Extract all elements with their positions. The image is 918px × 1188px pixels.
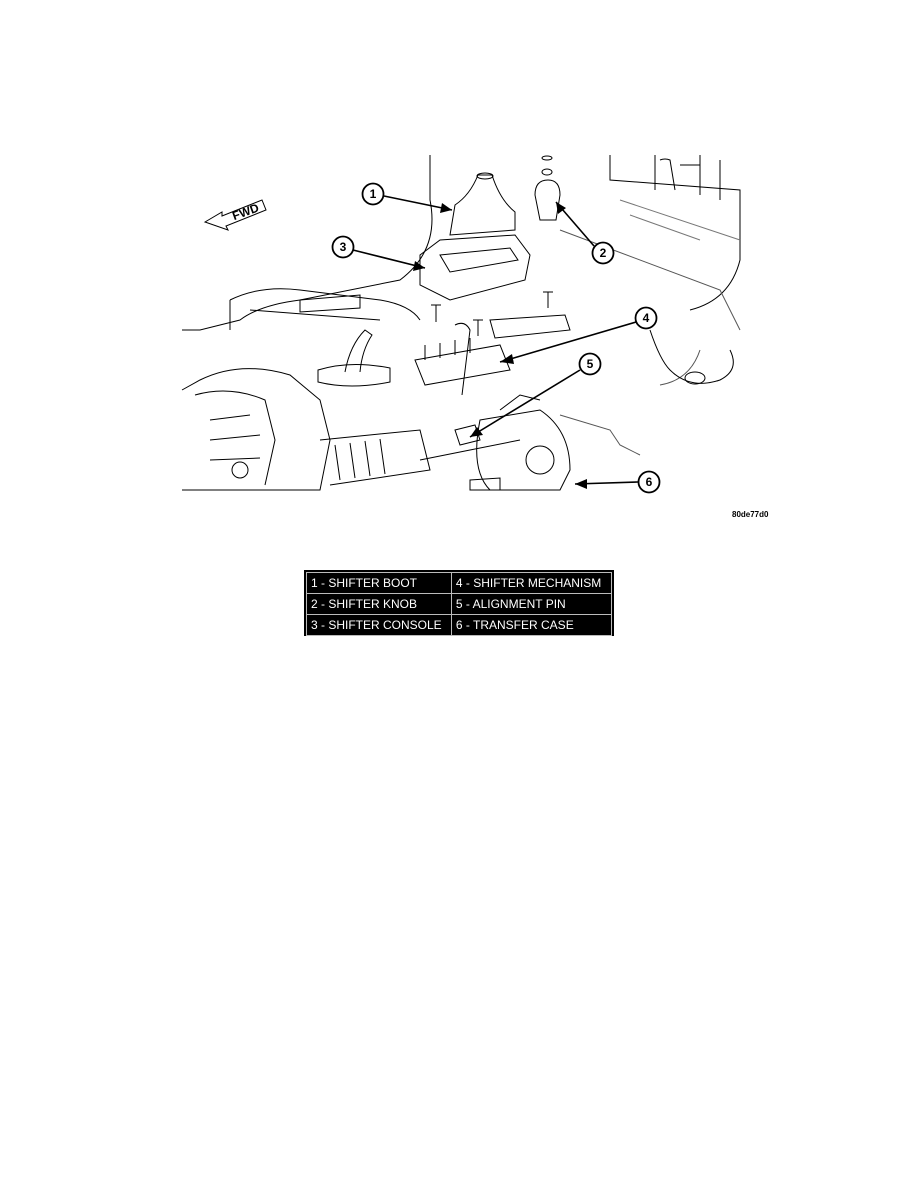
callout-4-circle [634,306,658,330]
shifter-boot-part [449,174,516,236]
leader-3 [352,249,426,269]
arrowhead-1 [440,203,452,213]
legend-row: 3 - SHIFTER CONSOLE 6 - TRANSFER CASE [306,614,613,636]
mechanism-plate [489,314,571,339]
fwd-arrow-icon [203,199,267,231]
tunnel [229,288,421,330]
legend-row: 1 - SHIFTER BOOT 4 - SHIFTER MECHANISM [306,572,613,594]
mechanism-studs [424,338,471,360]
parts-legend: 1 - SHIFTER BOOT 4 - SHIFTER MECHANISM 2… [304,570,614,636]
callout-3-number: 3 [340,240,347,254]
tunnel-shift-lever [344,329,373,373]
callout-1-circle [361,182,385,206]
console-opening [439,247,519,273]
transfer-case-part [476,409,571,491]
shifter-exploded-diagram: FWD 1 2 3 4 5 6 80de77d0 [0,0,918,560]
callout-2-number: 2 [600,246,607,260]
callout-6-circle [637,470,661,494]
fwd-label: FWD [230,200,261,223]
shaft-end [231,461,249,479]
floor-panel-ribs [654,155,721,200]
callout-5-number: 5 [587,357,594,371]
knob-washer [541,155,553,161]
legend-cell: 6 - TRANSFER CASE [450,614,613,636]
transfer-output [525,445,555,475]
legend-row: 2 - SHIFTER KNOB 5 - ALIGNMENT PIN [306,593,613,615]
leader-1 [383,195,453,211]
bolt-3 [543,291,553,308]
tunnel-boot-base [317,363,391,387]
callout-6-number: 6 [646,475,653,489]
shifter-mechanism-part [414,344,511,386]
arrowhead-6 [575,479,587,489]
legend-cell: 2 - SHIFTER KNOB [306,593,452,615]
floor-panel-window [659,158,701,191]
callout-5-circle [578,352,602,376]
tunnel-plate [299,294,361,313]
arrowhead-5 [470,427,483,437]
transfer-shaft [469,477,501,491]
callout-4-number: 4 [643,311,650,325]
arrowhead-4 [500,354,514,364]
transmission-ribs [209,414,261,461]
floor-panel-right [609,155,741,311]
boot-top [476,172,494,180]
knob-ring [541,168,553,176]
shifter-console-part [419,234,531,301]
callout-2-circle [591,241,615,265]
transmission-housing [181,368,331,491]
floor-pan-edge [182,155,433,331]
transmission-bell [194,390,276,486]
arrowhead-3 [413,261,425,271]
transmission-fins [334,438,386,481]
arrowhead-2 [556,202,566,214]
mechanism-lever [454,322,471,396]
callout-3-circle [331,235,355,259]
leader-5 [469,369,581,438]
bracket-hole [684,371,706,385]
leader-4 [499,321,637,363]
diagram-canvas: FWD 1 2 3 4 5 6 80de77d0 [181,155,769,519]
legend-cell: 1 - SHIFTER BOOT [306,572,452,594]
linkage-rod [419,439,521,461]
legend-cell: 3 - SHIFTER CONSOLE [306,614,452,636]
figure-id-label: 80de77d0 [732,510,769,519]
floor-lines [619,199,741,241]
legend-table: 1 - SHIFTER BOOT 4 - SHIFTER MECHANISM 2… [306,572,613,636]
shifter-knob-part [534,179,561,221]
bracket-right [649,329,734,384]
legend-cell: 4 - SHIFTER MECHANISM [450,572,613,594]
bolt-2 [473,319,483,336]
bolt-1 [431,304,441,322]
transmission-body [319,429,431,486]
callout-1-number: 1 [370,187,377,201]
alignment-pin-part [454,424,481,446]
floor-crack-line [559,414,641,456]
legend-cell: 5 - ALIGNMENT PIN [450,593,613,615]
